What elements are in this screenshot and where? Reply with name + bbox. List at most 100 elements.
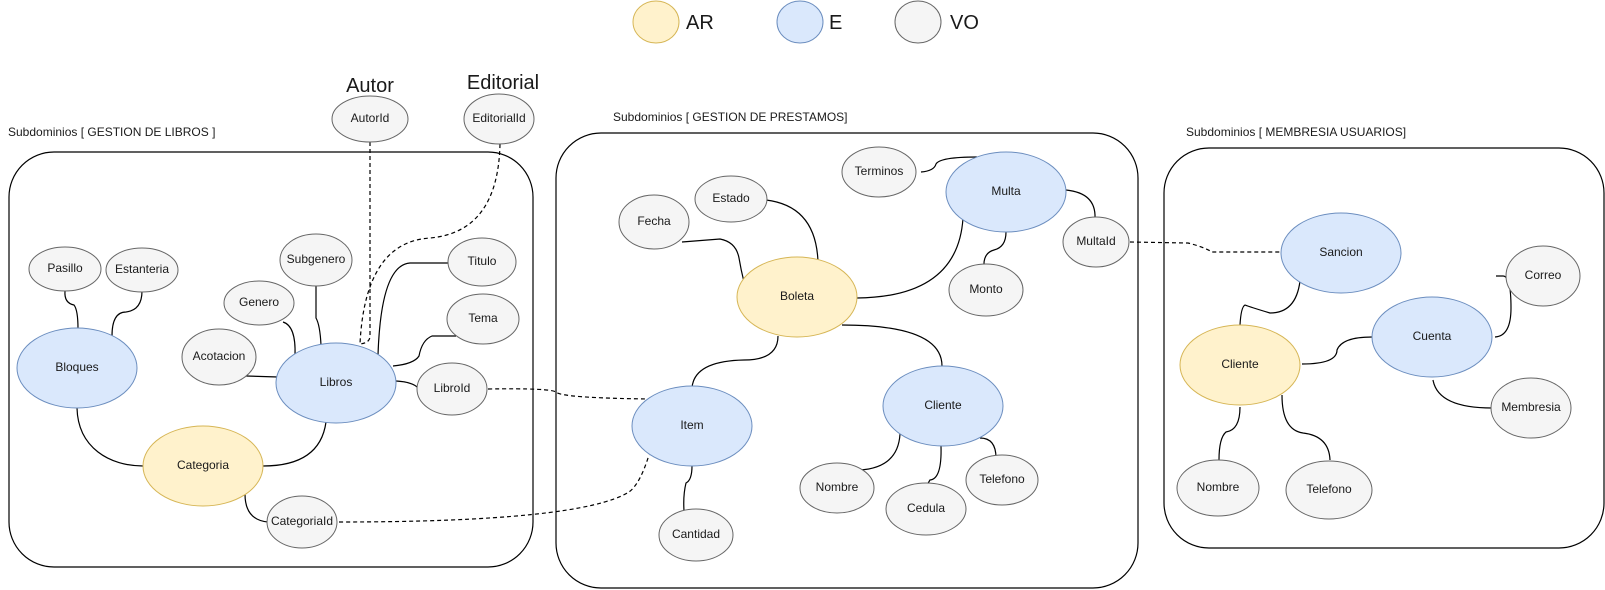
edge-cuenta-membresia xyxy=(1432,379,1493,409)
node-cliente-membresia: Cliente xyxy=(1179,324,1301,406)
edge-multa-multaid xyxy=(1065,189,1096,219)
node-item: Item xyxy=(631,385,753,467)
node-telefono-prestamos: Telefono xyxy=(965,454,1039,506)
node-acotacion: Acotacion xyxy=(181,328,257,386)
svg-text:Estado: Estado xyxy=(712,191,750,205)
node-libroid: LibroId xyxy=(416,362,488,416)
svg-text:Genero: Genero xyxy=(239,295,279,309)
node-cuenta: Cuenta xyxy=(1371,296,1493,378)
edge-categoria-categoriaid xyxy=(244,493,269,523)
svg-text:Nombre: Nombre xyxy=(1197,480,1240,494)
node-estado: Estado xyxy=(694,175,768,223)
node-boleta: Boleta xyxy=(736,256,858,338)
svg-text:Monto: Monto xyxy=(969,282,1003,296)
edge-pasillo-bloques xyxy=(64,290,79,330)
edge-boleta-multa xyxy=(856,217,964,299)
subdomain-box-prestamos xyxy=(555,132,1139,589)
svg-text:Telefono: Telefono xyxy=(1306,482,1352,496)
edge-clientep-nombre xyxy=(858,433,901,471)
edge-clientep-telefono xyxy=(979,437,997,459)
edge-boleta-clientep xyxy=(841,324,943,367)
node-nombre-membresia: Nombre xyxy=(1176,459,1260,517)
legend-label-ar: AR xyxy=(686,12,714,34)
legend-label-vo: VO xyxy=(950,12,979,34)
edge-item-cantidad xyxy=(683,465,693,512)
node-pasillo: Pasillo xyxy=(28,246,102,292)
node-monto: Monto xyxy=(948,263,1024,317)
node-autorid: AutorId xyxy=(331,95,409,143)
legend: AR E VO xyxy=(632,0,979,44)
edge-genero-libros xyxy=(282,321,296,356)
subdomain-title-membresia: Subdominios [ MEMBRESIA USUARIOS] xyxy=(1186,125,1406,139)
svg-text:Cliente: Cliente xyxy=(1221,357,1259,371)
edge-clientem-cuenta xyxy=(1301,336,1373,365)
node-cedula: Cedula xyxy=(885,482,967,536)
node-subgenero: Subgenero xyxy=(279,233,353,287)
edge-fecha-boleta xyxy=(681,238,745,283)
edge-categoria-libros xyxy=(262,421,327,467)
svg-text:Acotacion: Acotacion xyxy=(193,349,246,363)
node-bloques: Bloques xyxy=(16,327,138,409)
legend-swatch-vo xyxy=(894,0,942,44)
svg-text:Titulo: Titulo xyxy=(468,254,497,268)
edge-libroid-item xyxy=(487,388,652,400)
svg-text:Correo: Correo xyxy=(1525,268,1562,282)
svg-text:Membresia: Membresia xyxy=(1501,400,1561,414)
edge-libros-libroid xyxy=(395,380,419,389)
edge-subgenero-libros xyxy=(315,286,322,346)
svg-text:Cuenta: Cuenta xyxy=(1413,329,1452,343)
edge-titulo-libros xyxy=(377,262,448,356)
svg-text:AutorId: AutorId xyxy=(351,111,390,125)
node-libros: Libros xyxy=(275,342,397,424)
node-cantidad: Cantidad xyxy=(658,508,734,562)
legend-label-e: E xyxy=(829,12,842,34)
node-editorialid: EditorialId xyxy=(463,93,535,145)
node-multa: Multa xyxy=(945,151,1067,233)
svg-text:Pasillo: Pasillo xyxy=(47,261,83,275)
node-multaid: MultaId xyxy=(1062,216,1130,268)
edge-categoriaid-item xyxy=(338,454,650,523)
edge-estado-boleta xyxy=(765,199,819,263)
svg-text:EditorialId: EditorialId xyxy=(472,111,525,125)
svg-text:Terminos: Terminos xyxy=(855,164,904,178)
subdomain-box-libros xyxy=(8,151,534,568)
node-fecha: Fecha xyxy=(618,194,690,250)
svg-text:Sancion: Sancion xyxy=(1319,245,1362,259)
edge-estanteria-bloques xyxy=(111,290,143,337)
node-categoriaid: CategoriaId xyxy=(266,495,338,549)
subdomain-title-prestamos: Subdominios [ GESTION DE PRESTAMOS] xyxy=(613,110,848,124)
node-cliente-prestamos: Cliente xyxy=(882,365,1004,447)
subdomain-box-membresia xyxy=(1163,147,1605,549)
svg-text:Multa: Multa xyxy=(991,184,1021,198)
node-categoria: Categoria xyxy=(142,425,264,507)
svg-text:LibroId: LibroId xyxy=(434,381,471,395)
node-estanteria: Estanteria xyxy=(105,247,179,293)
svg-text:Nombre: Nombre xyxy=(816,480,859,494)
edge-terminos-multa xyxy=(920,156,978,173)
node-genero: Genero xyxy=(223,280,295,326)
node-tema: Tema xyxy=(446,293,520,345)
svg-text:Cedula: Cedula xyxy=(907,501,945,515)
external-label-editorial: Editorial xyxy=(467,72,539,94)
node-membresia: Membresia xyxy=(1490,377,1572,439)
node-correo: Correo xyxy=(1505,245,1581,307)
node-titulo: Titulo xyxy=(447,237,517,287)
edge-bloques-categoria xyxy=(76,407,144,467)
svg-text:Subgenero: Subgenero xyxy=(287,252,346,266)
svg-text:Cliente: Cliente xyxy=(924,398,962,412)
edge-sancion-clientem xyxy=(1239,280,1301,326)
edge-editorialid-libros xyxy=(359,143,501,345)
svg-text:Estanteria: Estanteria xyxy=(115,262,169,276)
svg-text:Telefono: Telefono xyxy=(979,472,1025,486)
svg-text:Boleta: Boleta xyxy=(780,289,814,303)
svg-text:CategoriaId: CategoriaId xyxy=(271,514,333,528)
edge-clientem-telefono xyxy=(1281,394,1331,461)
svg-text:Cantidad: Cantidad xyxy=(672,527,720,541)
subdomain-title-libros: Subdominios [ GESTION DE LIBROS ] xyxy=(8,125,215,139)
legend-swatch-ar xyxy=(632,0,680,44)
edge-multa-monto xyxy=(983,231,1007,268)
external-label-autor: Autor xyxy=(346,75,394,97)
svg-text:Bloques: Bloques xyxy=(55,360,98,374)
node-nombre-prestamos: Nombre xyxy=(799,462,875,514)
